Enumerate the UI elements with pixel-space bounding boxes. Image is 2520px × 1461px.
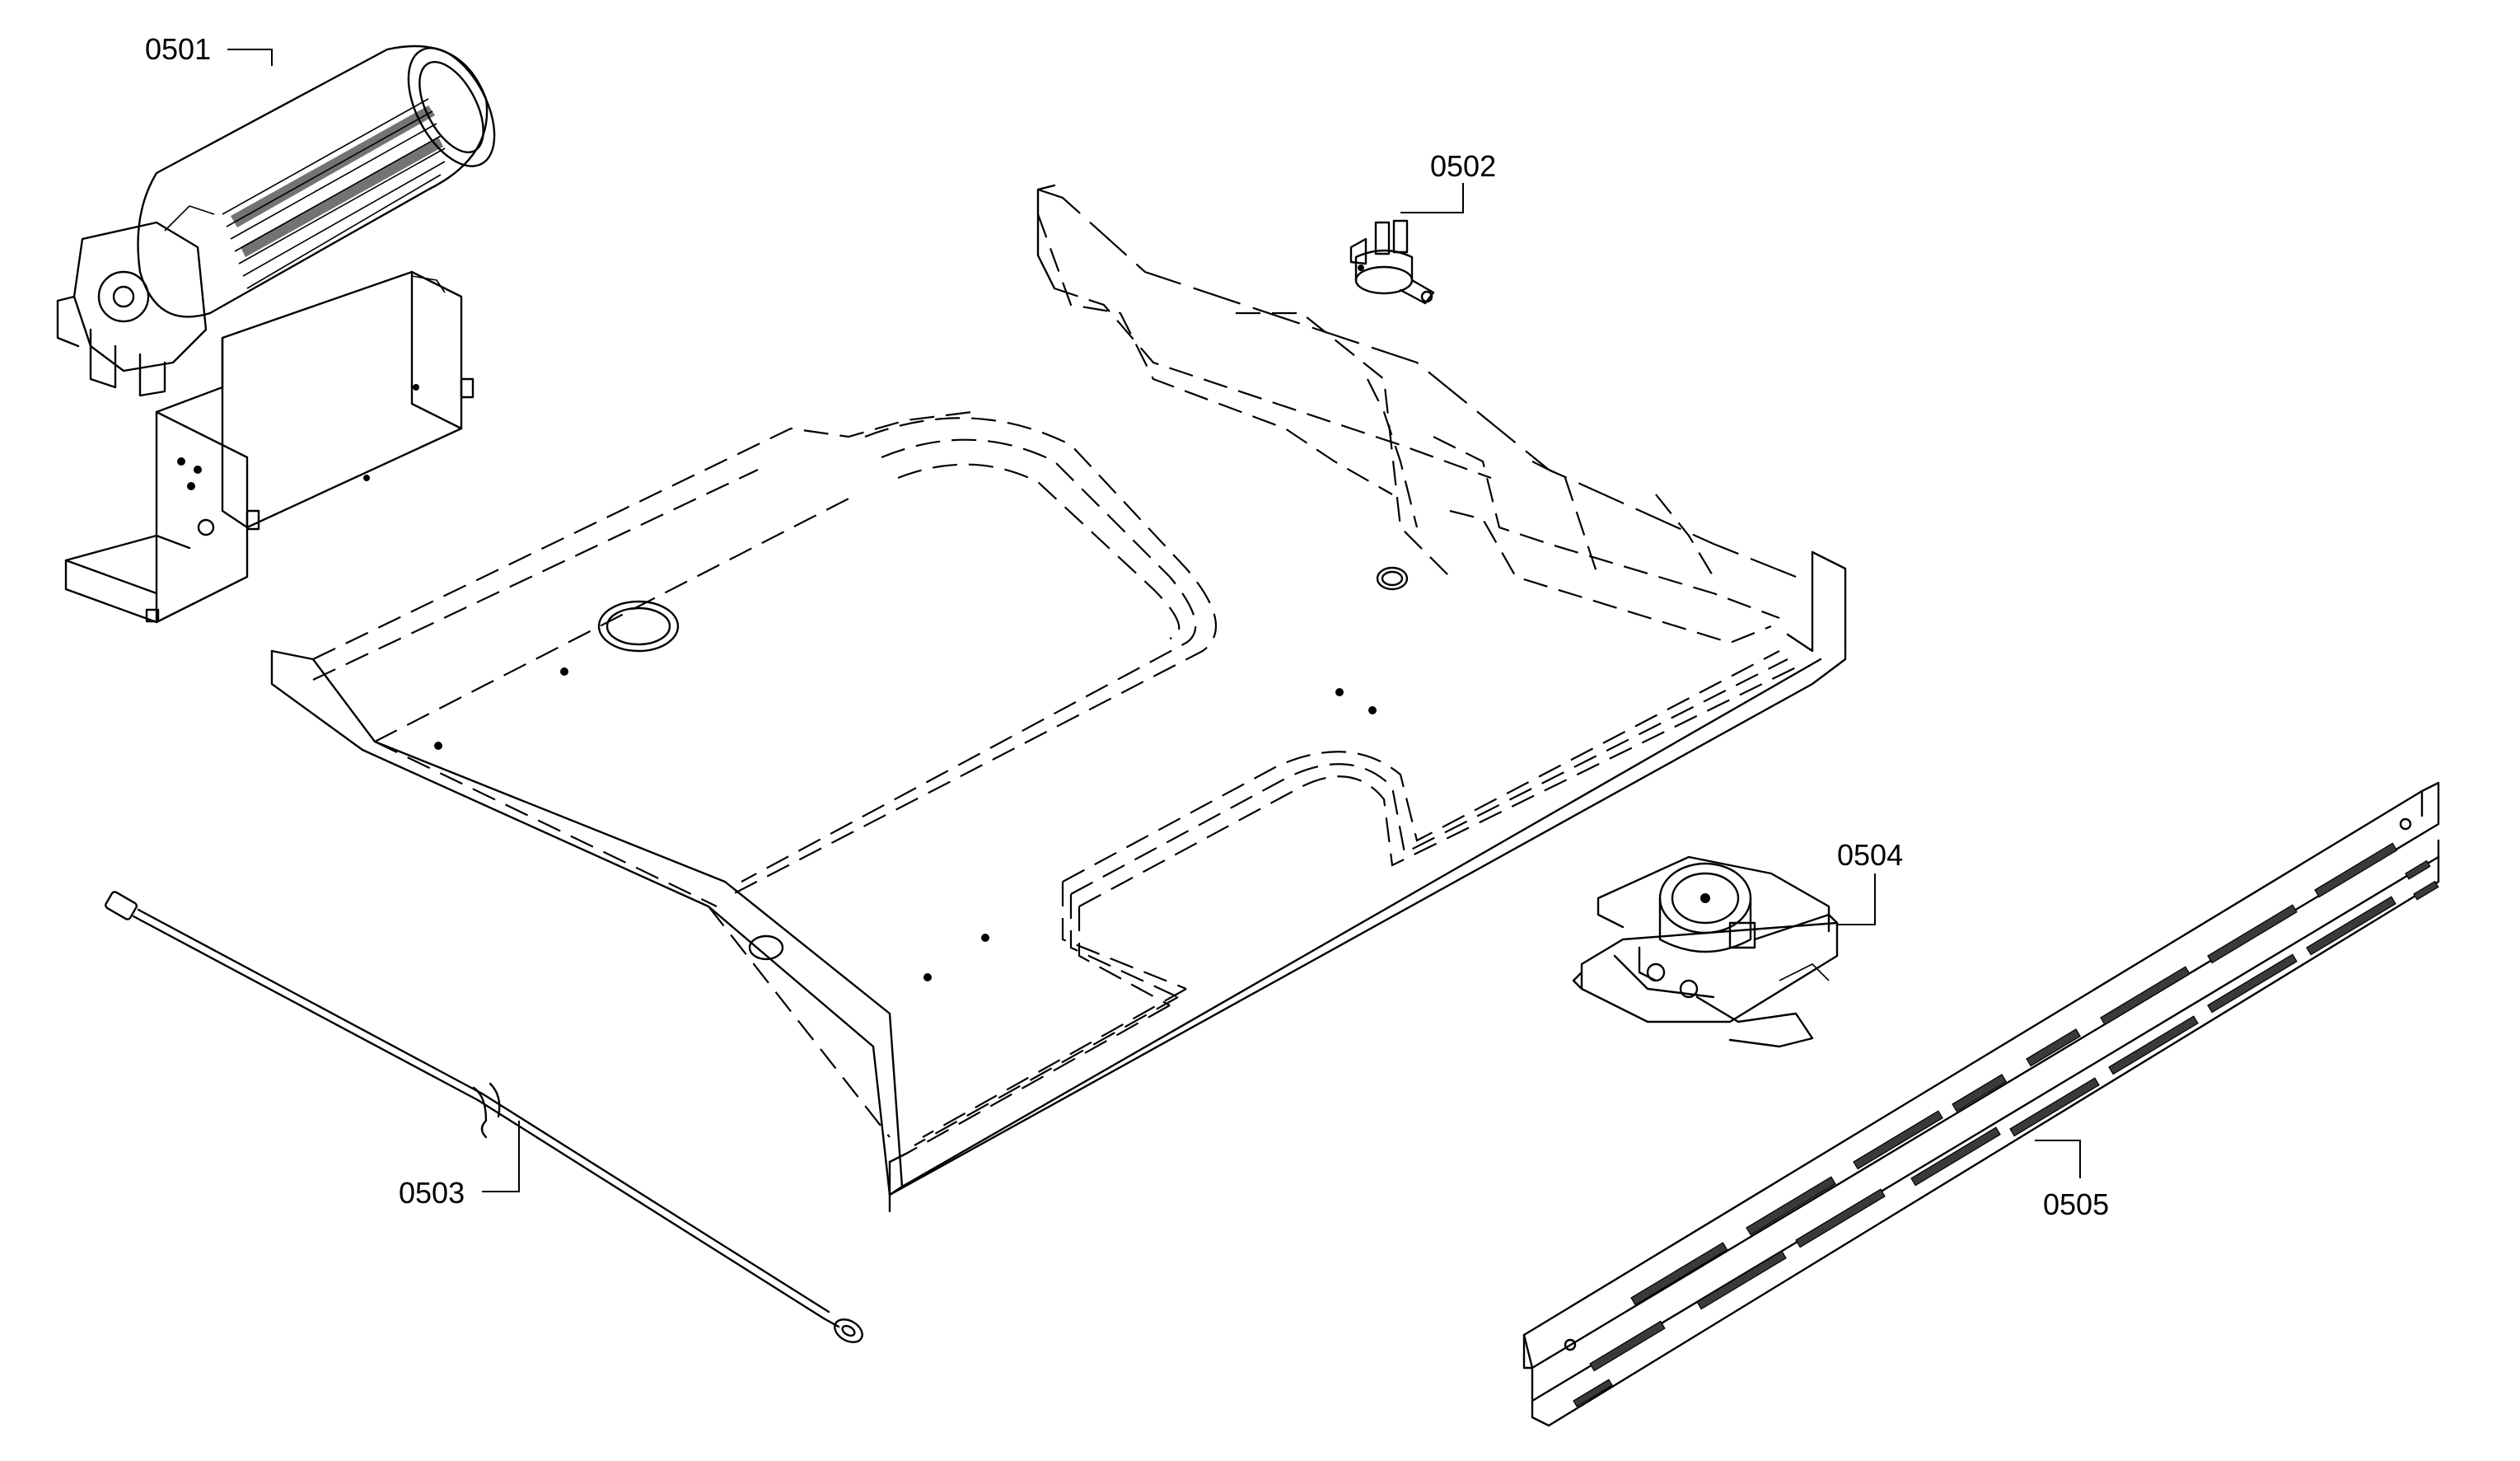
door-lock-motor-assembly: [1572, 855, 1839, 1048]
oven-base-pan: [270, 184, 1847, 1213]
vent-strip: [1522, 781, 2440, 1427]
leader-0502: [1400, 183, 1464, 213]
label-0502: 0502: [1430, 149, 1496, 183]
label-0505: 0505: [2043, 1187, 2109, 1221]
label-0501: 0501: [145, 32, 211, 66]
fan-blades: [222, 98, 446, 289]
ground-wire: [105, 891, 863, 1343]
vent-slots: [1573, 842, 2439, 1407]
thermostat-switch: [1349, 219, 1435, 305]
label-0503: 0503: [399, 1176, 465, 1210]
leader-0504: [1837, 873, 1876, 925]
leader-0503: [482, 1121, 520, 1192]
base-pan-holes: [434, 566, 1409, 981]
tangential-fan-motor: [56, 44, 496, 397]
fan-mounting-bracket: [64, 270, 475, 624]
label-0504: 0504: [1837, 838, 1903, 872]
leader-0505: [2035, 1140, 2081, 1178]
leader-0501: [227, 49, 273, 66]
